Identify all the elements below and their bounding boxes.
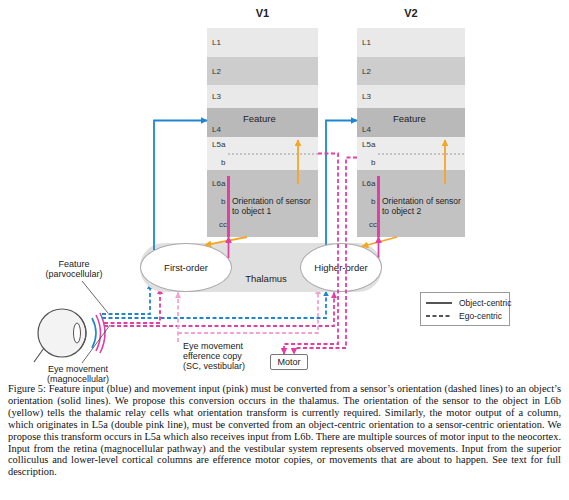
leader-lines [82, 281, 110, 363]
lens [74, 323, 81, 343]
cortical-layer: L4 Feature [207, 108, 318, 137]
layer-content: Orientation of sensor to object 2 [382, 196, 462, 216]
layer-label: b [221, 197, 225, 206]
nucleus-label: First-order [164, 262, 208, 273]
light-ray-arc [92, 318, 96, 348]
connector [284, 154, 338, 355]
efference-wire [177, 293, 179, 343]
movement-wire [104, 289, 160, 324]
layer-label: L4 [362, 125, 371, 134]
layer-label: L6a [212, 179, 225, 188]
annotation-label: Eye movement (magnocellular) [38, 364, 118, 384]
area-title: V1 [207, 7, 318, 19]
sublayer-divider [228, 154, 318, 155]
cortical-layer: L5a b [207, 137, 318, 170]
layer-label: L3 [362, 92, 371, 101]
legend-line [426, 302, 452, 304]
cortical-layer: L6a b cc Orientation of sensor to object 2 [357, 170, 465, 237]
eye-illustration [34, 309, 105, 362]
connector [378, 237, 380, 258]
connector [205, 237, 247, 245]
layer-label: b [221, 158, 225, 167]
legend-box: Object-centricEgo-centric [420, 292, 510, 326]
connector [228, 237, 230, 258]
layer-label: L1 [362, 38, 371, 47]
layer-label: L4 [212, 125, 221, 134]
legend-row: Object-centric [425, 297, 507, 309]
layer-label: L5a [362, 140, 375, 149]
connector [362, 237, 397, 247]
cortical-layer: L5a b [357, 137, 465, 170]
motor-label: Motor [277, 357, 300, 367]
cortical-layer: L6a b cc Orientation of sensor to object 1 [207, 170, 318, 237]
connector [294, 158, 357, 355]
optic-nerve [34, 348, 44, 362]
cortical-layer: L4 Feature [357, 108, 465, 137]
feature-wire [102, 284, 150, 315]
legend-text: Object-centric [459, 297, 511, 309]
layer-label: b [371, 197, 375, 206]
layer-label: b [371, 158, 375, 167]
legend-text: Ego-centric [459, 310, 502, 322]
connector [444, 140, 446, 184]
cortical-column: V2L1L2L3L4FeatureL5abL6abccOrientation o… [357, 28, 465, 237]
thalamic-nucleus: First-order [140, 243, 232, 292]
thalamic-nucleus: Higher-order [300, 243, 382, 292]
legend-sample [425, 297, 453, 309]
motion-arc [96, 315, 101, 351]
movement-wire [104, 293, 334, 327]
thalamus-region: Thalamus First-order Higher-order [140, 243, 382, 292]
legend-row: Ego-centric [425, 310, 507, 322]
orientation-bar [227, 176, 230, 237]
layer-label: cc [219, 220, 227, 229]
legend-sample [425, 310, 453, 322]
cortical-layer: L2 [357, 57, 465, 85]
sublayer-divider [378, 154, 465, 155]
eyeball [38, 309, 86, 357]
layer-label: L5a [212, 140, 225, 149]
layer-label: L3 [212, 92, 221, 101]
orientation-bar [377, 176, 380, 237]
cortical-layer: L2 [207, 57, 318, 85]
layer-content: Feature [243, 113, 276, 124]
layer-label: L2 [212, 67, 221, 76]
connector [297, 140, 299, 184]
feature-wire [102, 291, 326, 318]
layer-label: cc [369, 220, 377, 229]
figure-caption: Figure 5: Feature input (blue) and movem… [8, 383, 561, 478]
motor-box: Motor [270, 354, 308, 370]
region-label: Thalamus [232, 273, 300, 284]
connector [154, 121, 207, 250]
efference-wire [178, 289, 318, 334]
cortical-column: V1L1L2L3L4FeatureL5abL6abccOrientation o… [207, 28, 318, 237]
annotation-label: Feature (parvocellular) [36, 259, 112, 279]
cortical-layer: L1 [357, 28, 465, 57]
cortical-layer: L3 [357, 85, 465, 108]
leader-line [82, 325, 110, 363]
layer-content: Feature [393, 113, 426, 124]
leader-line [82, 281, 108, 313]
layer-label: L1 [212, 38, 221, 47]
connector [326, 121, 357, 245]
annotation-label: Eye movement efference copy (SC, vestibu… [183, 341, 259, 371]
nucleus-label: Higher-order [314, 262, 367, 273]
layer-label: L2 [362, 67, 371, 76]
cortical-layer: L1 [207, 28, 318, 57]
legend-line [426, 315, 452, 317]
layer-label: L6a [362, 179, 375, 188]
area-title: V2 [357, 7, 465, 19]
input-wires [102, 284, 334, 343]
layer-content: Orientation of sensor to object 1 [232, 196, 315, 216]
cortical-layer: L3 [207, 85, 318, 108]
